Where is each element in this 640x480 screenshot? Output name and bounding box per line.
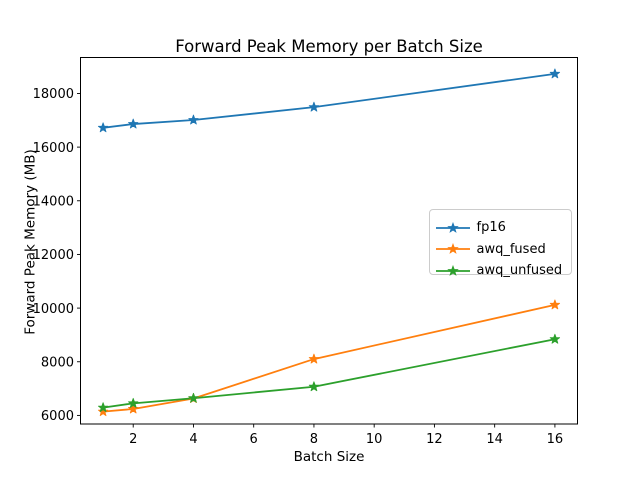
y-tick-label: 8000 xyxy=(41,355,74,370)
legend-item-awq_unfused: awq_unfused xyxy=(435,262,563,280)
series-marker-awq_unfused xyxy=(97,402,109,413)
series-marker-awq_fused xyxy=(97,406,109,417)
series-marker-fp16 xyxy=(549,68,561,79)
series-marker-fp16 xyxy=(188,114,199,125)
y-tick-label: 16000 xyxy=(33,141,74,156)
y-tick-label: 18000 xyxy=(33,87,74,102)
legend-label-fp16: fp16 xyxy=(476,220,506,235)
x-tick-label: 14 xyxy=(486,432,503,447)
y-tick-label: 6000 xyxy=(41,409,74,424)
chart-title: Forward Peak Memory per Batch Size xyxy=(175,37,483,56)
series-marker-awq_unfused xyxy=(188,392,199,403)
axes-spines xyxy=(80,57,578,425)
x-tick-label: 8 xyxy=(310,432,318,447)
x-tick-label: 4 xyxy=(189,432,197,447)
y-tick-label: 10000 xyxy=(33,302,74,317)
series-marker-fp16 xyxy=(128,118,139,129)
series-marker-awq_fused xyxy=(549,299,561,310)
y-tick-label: 12000 xyxy=(33,248,74,263)
legend-star-icon xyxy=(446,221,459,233)
legend-sample-awq_unfused xyxy=(435,264,470,276)
series-marker-awq_unfused xyxy=(549,333,561,344)
legend-star-icon xyxy=(446,243,459,254)
legend-label-awq_unfused: awq_unfused xyxy=(476,263,563,278)
x-tick-label: 16 xyxy=(547,432,564,447)
legend-label-awq_fused: awq_fused xyxy=(476,241,546,257)
series-marker-awq_unfused xyxy=(308,381,320,392)
series-marker-fp16 xyxy=(308,101,320,112)
legend-sample-fp16 xyxy=(435,221,470,233)
series-line-awq_fused xyxy=(102,303,556,413)
x-tick-label: 12 xyxy=(426,432,443,447)
x-tick-label: 2 xyxy=(129,432,137,447)
y-tick-label: 14000 xyxy=(33,194,74,209)
x-axis-label: Batch Size xyxy=(293,449,365,465)
series-line-fp16 xyxy=(102,72,556,129)
x-tick-label: 10 xyxy=(366,432,383,447)
legend: fp16 awq_fused awq_unfused xyxy=(428,208,572,278)
series-marker-awq_unfused xyxy=(128,397,139,408)
series-line-awq_unfused xyxy=(102,338,556,409)
series-marker-awq_fused xyxy=(308,353,320,364)
legend-item-awq_fused: awq_fused xyxy=(435,240,546,258)
series-marker-fp16 xyxy=(97,122,109,133)
legend-item-fp16: fp16 xyxy=(435,219,506,237)
series-marker-awq_fused xyxy=(128,403,139,414)
y-axis-label: Forward Peak Memory (MB) xyxy=(22,149,39,335)
x-tick-label: 6 xyxy=(250,432,258,447)
legend-star-icon xyxy=(446,264,459,276)
legend-sample-awq_fused xyxy=(435,243,470,254)
